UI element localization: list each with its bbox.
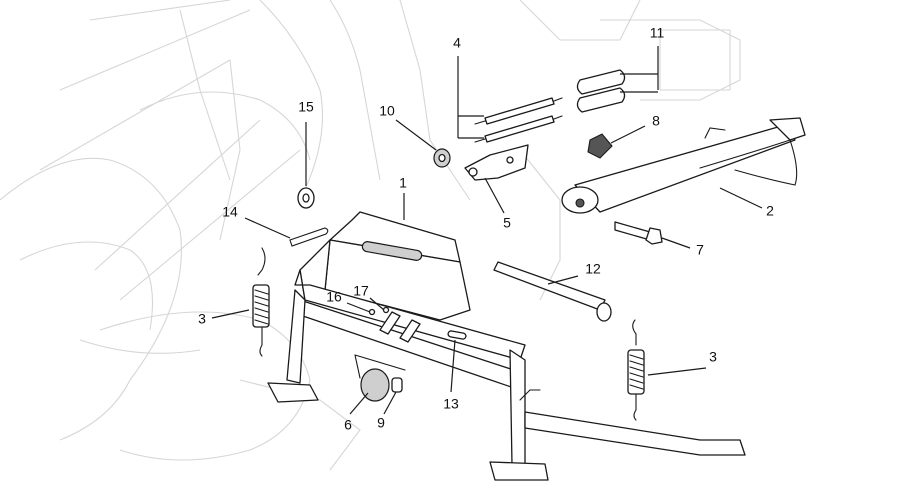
bolt bbox=[614, 221, 663, 245]
link-plates bbox=[368, 306, 421, 343]
callout-5: 5 bbox=[503, 215, 511, 231]
callout-6: 6 bbox=[344, 417, 352, 433]
callout-14: 14 bbox=[222, 204, 238, 220]
callout-3-right: 3 bbox=[709, 349, 717, 365]
bushings bbox=[576, 69, 626, 113]
callout-15: 15 bbox=[298, 99, 314, 115]
callout-17: 17 bbox=[353, 283, 369, 299]
small-pin bbox=[391, 377, 403, 393]
callout-labels: 1 2 3 3 4 5 6 7 8 9 10 11 12 13 14 15 16… bbox=[198, 25, 774, 433]
callout-3-left: 3 bbox=[198, 311, 206, 327]
callout-4: 4 bbox=[453, 35, 461, 51]
callout-2: 2 bbox=[766, 203, 774, 219]
callout-12: 12 bbox=[585, 261, 601, 277]
center-stand bbox=[267, 211, 746, 481]
side-stand bbox=[561, 117, 806, 214]
rubber-stopper bbox=[587, 133, 613, 159]
callout-13: 13 bbox=[443, 396, 459, 412]
callout-9: 9 bbox=[377, 415, 385, 431]
callout-10: 10 bbox=[379, 103, 395, 119]
long-pin bbox=[493, 261, 612, 322]
callout-7: 7 bbox=[696, 242, 704, 258]
washer-small bbox=[297, 187, 315, 209]
callout-1: 1 bbox=[399, 175, 407, 191]
callout-8: 8 bbox=[652, 113, 660, 129]
roll-pin bbox=[447, 330, 467, 340]
bracket-plate bbox=[464, 144, 529, 181]
leader-lines bbox=[211, 46, 763, 415]
spring-pair bbox=[474, 97, 563, 143]
spring-left bbox=[252, 247, 270, 357]
cotter-pin bbox=[289, 227, 329, 247]
callout-16: 16 bbox=[326, 289, 342, 305]
spring-right bbox=[627, 319, 645, 421]
callout-11: 11 bbox=[650, 25, 665, 41]
washer bbox=[433, 148, 451, 168]
